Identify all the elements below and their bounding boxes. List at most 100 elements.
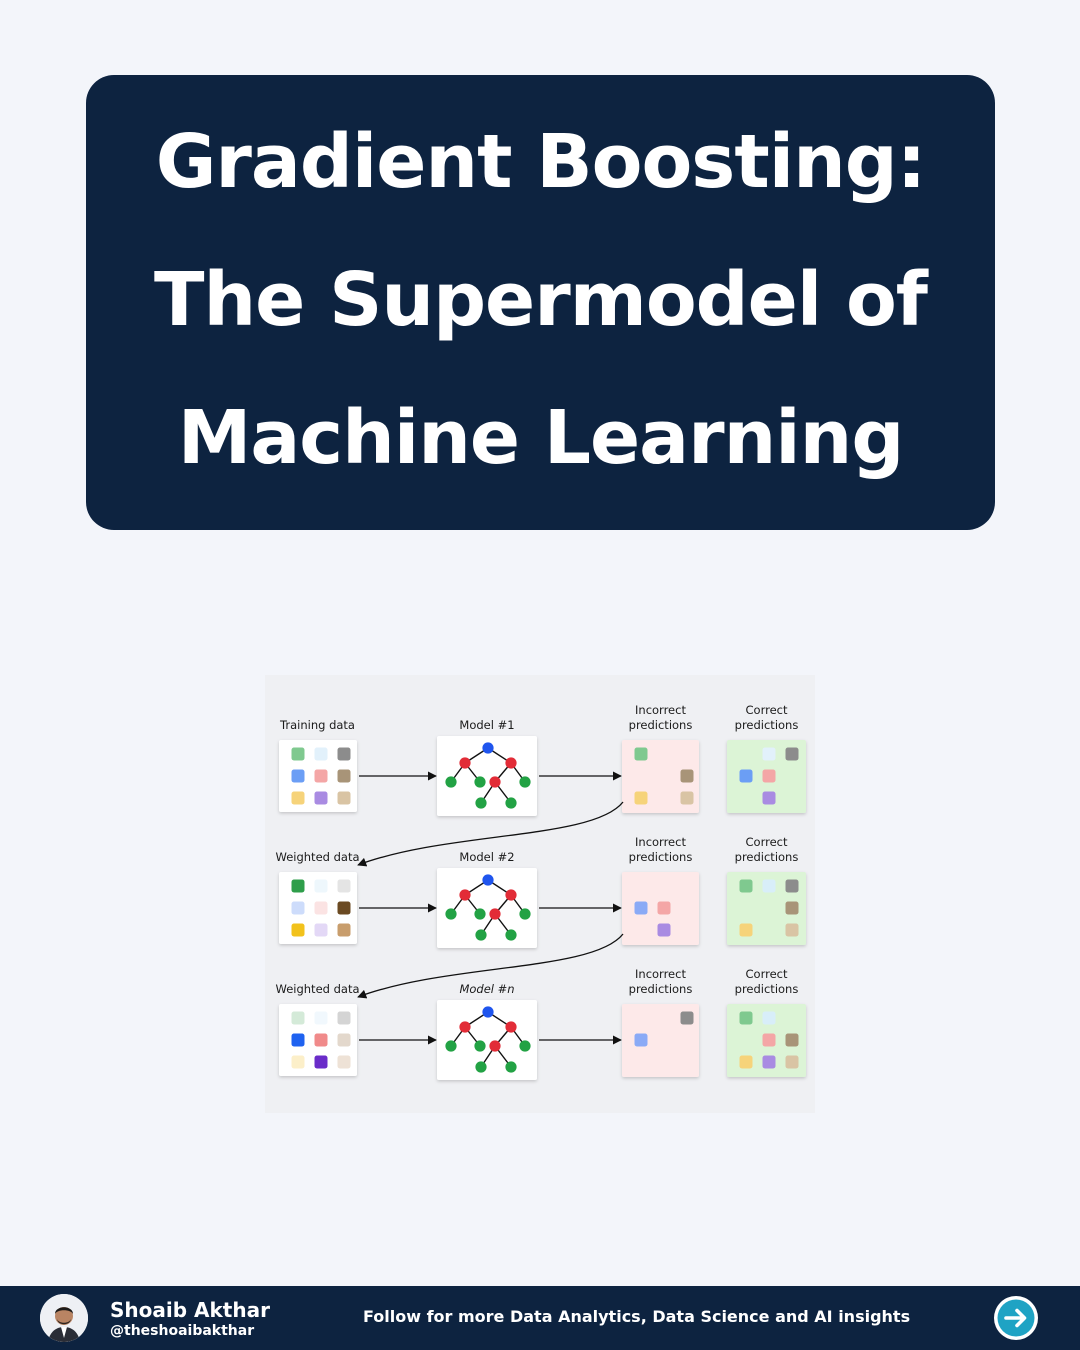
author-handle[interactable]: @theshoaibakthar [110, 1323, 255, 1339]
input-label-r1: Weighted data [276, 850, 360, 864]
incorrect-box-r2 [622, 1004, 699, 1077]
model-box-r2 [437, 1000, 537, 1080]
tree-node-r0-c1 [475, 797, 487, 809]
model-label-r2: Model #n [459, 982, 514, 996]
avatar[interactable] [40, 1294, 88, 1342]
tree-node-r1-b2 [519, 908, 531, 920]
title-line-3: Machine Learning [177, 395, 905, 481]
tree-node-r2-c1 [475, 1061, 487, 1073]
input-cell-r2-3 [291, 1033, 305, 1047]
input-cell-r2-2 [337, 1011, 351, 1025]
incorrect-cell-r1-7 [657, 923, 671, 937]
correct-label-a-r0: Correct [746, 703, 788, 717]
correct-cell-r2-5 [785, 1033, 799, 1047]
input-cell-r1-0 [291, 879, 305, 893]
correct-cell-r1-2 [785, 879, 799, 893]
tree-node-r0-a1 [445, 776, 457, 788]
tree-node-r2-a2 [474, 1040, 486, 1052]
correct-label-a-r2: Correct [746, 967, 788, 981]
correct-cell-r2-7 [762, 1055, 776, 1069]
input-cell-r1-6 [291, 923, 305, 937]
input-label-r0: Training data [279, 718, 355, 732]
author-name: Shoaib Akthar [110, 1298, 270, 1322]
title-card: Gradient Boosting: The Supermodel of Mac… [86, 75, 995, 530]
correct-cell-r0-2 [785, 747, 799, 761]
input-cell-r0-0 [291, 747, 305, 761]
incorrect-cell-r0-0 [634, 747, 648, 761]
correct-cell-r2-6 [739, 1055, 753, 1069]
correct-label-b-r0: predictions [735, 718, 799, 732]
input-cell-r0-8 [337, 791, 351, 805]
input-cell-r2-0 [291, 1011, 305, 1025]
model-box-r0 [437, 736, 537, 816]
input-cell-r1-3 [291, 901, 305, 915]
correct-cell-r1-8 [785, 923, 799, 937]
input-cell-r0-6 [291, 791, 305, 805]
correct-cell-r2-1 [762, 1011, 776, 1025]
input-cell-r0-2 [337, 747, 351, 761]
incorrect-label-a-r1: Incorrect [635, 835, 686, 849]
input-cell-r2-6 [291, 1055, 305, 1069]
tree-node-r2-a [459, 1021, 471, 1033]
tree-node-r1-b1 [489, 908, 501, 920]
title-line-2: The Supermodel of [153, 257, 928, 343]
tree-node-r0-c2 [505, 797, 517, 809]
correct-cell-r2-4 [762, 1033, 776, 1047]
incorrect-cell-r0-6 [634, 791, 648, 805]
tree-node-r1-c2 [505, 929, 517, 941]
correct-cell-r1-0 [739, 879, 753, 893]
input-cell-r1-4 [314, 901, 328, 915]
incorrect-cell-r2-2 [680, 1011, 694, 1025]
arrow-right-circle-icon [994, 1296, 1038, 1340]
incorrect-label-a-r0: Incorrect [635, 703, 686, 717]
input-cell-r0-7 [314, 791, 328, 805]
incorrect-label-b-r2: predictions [629, 982, 693, 996]
input-cell-r2-7 [314, 1055, 328, 1069]
correct-cell-r1-5 [785, 901, 799, 915]
incorrect-cell-r2-3 [634, 1033, 648, 1047]
model-box-r1 [437, 868, 537, 948]
input-cell-r1-5 [337, 901, 351, 915]
input-cell-r2-8 [337, 1055, 351, 1069]
correct-cell-r2-8 [785, 1055, 799, 1069]
tree-node-r1-a1 [445, 908, 457, 920]
input-cell-r2-5 [337, 1033, 351, 1047]
tree-node-r2-c2 [505, 1061, 517, 1073]
correct-cell-r0-3 [739, 769, 753, 783]
input-cell-r0-5 [337, 769, 351, 783]
tree-node-r1-a [459, 889, 471, 901]
footer-bar: Shoaib Akthar @theshoaibakthar Follow fo… [0, 1286, 1080, 1350]
input-cell-r0-4 [314, 769, 328, 783]
input-cell-r2-4 [314, 1033, 328, 1047]
tree-node-r0-b [505, 757, 517, 769]
tree-node-r1-c1 [475, 929, 487, 941]
input-cell-r1-7 [314, 923, 328, 937]
tree-node-r0-a [459, 757, 471, 769]
correct-cell-r1-6 [739, 923, 753, 937]
title-line-1: Gradient Boosting: [155, 119, 927, 205]
tree-node-r2-b2 [519, 1040, 531, 1052]
input-cell-r0-3 [291, 769, 305, 783]
feedback-arrow-r1 [357, 933, 624, 999]
correct-label-a-r1: Correct [746, 835, 788, 849]
tree-node-r0-b1 [489, 776, 501, 788]
tree-node-r2-root [482, 1006, 494, 1018]
input-cell-r2-1 [314, 1011, 328, 1025]
tree-node-r1-a2 [474, 908, 486, 920]
input-cell-r1-1 [314, 879, 328, 893]
tree-node-r2-a1 [445, 1040, 457, 1052]
correct-cell-r0-7 [762, 791, 776, 805]
tree-node-r0-a2 [474, 776, 486, 788]
correct-label-b-r2: predictions [735, 982, 799, 996]
incorrect-label-b-r0: predictions [629, 718, 693, 732]
feedback-arrow-r0 [357, 801, 624, 867]
model-label-r1: Model #2 [459, 850, 514, 864]
next-button[interactable] [992, 1294, 1040, 1342]
incorrect-cell-r1-3 [634, 901, 648, 915]
incorrect-label-b-r1: predictions [629, 850, 693, 864]
correct-cell-r0-4 [762, 769, 776, 783]
model-label-r0: Model #1 [459, 718, 514, 732]
tree-node-r0-b2 [519, 776, 531, 788]
